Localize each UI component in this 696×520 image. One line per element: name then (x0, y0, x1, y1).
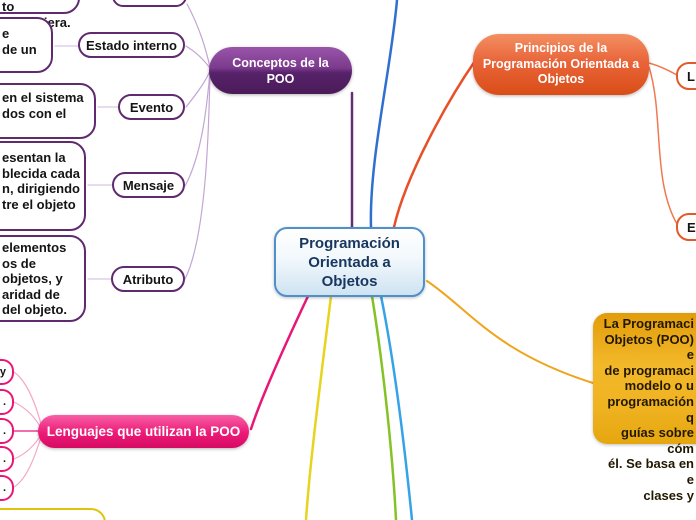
link-principios-child-1 (648, 62, 678, 76)
link-center-bottom-yellow (304, 294, 333, 520)
definition-box-clase[interactable]: to cualquiera. (0, 0, 80, 30)
topic-estado-interno[interactable]: Estado interno (78, 32, 185, 58)
link-lenguajes-child-4 (13, 433, 43, 488)
definition-text: e de un (2, 26, 37, 57)
link-conceptos-child-mensaje (184, 71, 211, 187)
link-top-blue (369, 0, 399, 229)
link-conceptos-child-estado (185, 45, 211, 69)
definition-box-evento[interactable]: en el sistema dos con el (0, 83, 96, 139)
topic-cutoff-top[interactable] (112, 0, 187, 7)
topic-principios-poo[interactable]: Principios de la Programación Orientada … (473, 34, 649, 95)
topic-lenguajes-poo[interactable]: Lenguajes que utilizan la POO (38, 415, 249, 448)
link-lenguajes-child-0 (13, 371, 43, 429)
topic-evento[interactable]: Evento (118, 94, 185, 120)
definition-box-estado[interactable]: e de un (0, 17, 53, 73)
topic-atributo[interactable]: Atributo (111, 266, 185, 292)
link-conceptos-child-top (186, 3, 211, 68)
topic-cutoff-bottom-left[interactable] (0, 508, 106, 520)
definition-text: en el sistema dos con el (2, 90, 84, 121)
link-center-bottom-cyan (379, 294, 414, 520)
definition-text: esentan la blecida cada n, dirigiendo tr… (2, 150, 81, 212)
link-center-note (426, 280, 594, 384)
link-center-lenguajes (249, 292, 311, 431)
topic-principio-1[interactable]: L (676, 62, 696, 90)
link-conceptos-child-evento (185, 70, 211, 108)
note-definicion-poo[interactable]: La Programaci Objetos (POO) e de program… (593, 313, 696, 503)
definition-box-atributo[interactable]: elementos os de objetos, y aridad de del… (0, 235, 86, 322)
link-conceptos-child-atributo (184, 71, 211, 280)
definition-text: elementos os de objetos, y aridad de del… (2, 240, 67, 317)
link-principios-center (392, 59, 477, 229)
topic-mensaje[interactable]: Mensaje (112, 172, 185, 198)
link-center-bottom-green (370, 294, 398, 520)
definition-box-mensaje[interactable]: esentan la blecida cada n, dirigiendo tr… (0, 141, 86, 231)
topic-conceptos-poo[interactable]: Conceptos de la POO (209, 47, 352, 94)
topic-principio-2[interactable]: E (676, 213, 696, 241)
central-topic[interactable]: Programación Orientada a Objetos (274, 227, 425, 297)
link-principios-child-2 (648, 66, 678, 225)
